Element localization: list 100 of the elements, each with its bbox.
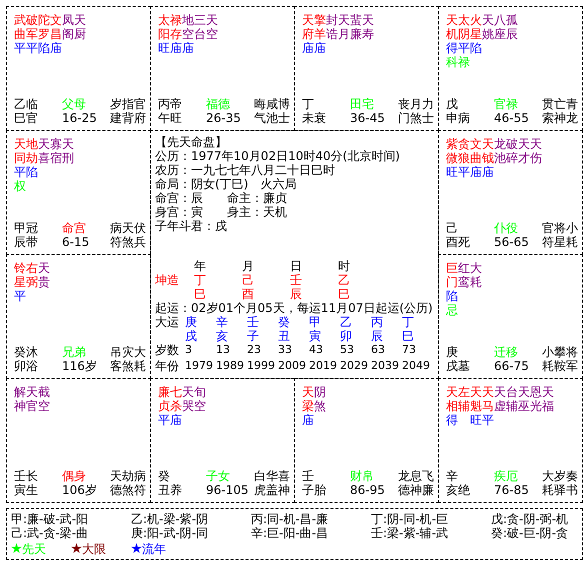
chart-heading: 【先天命盘】	[155, 135, 227, 149]
stem-branch-label: 亥绝	[446, 483, 470, 497]
spirit-star-names: 大岁奏	[542, 469, 578, 483]
star-name-row: 门鸾耗	[446, 275, 482, 289]
age-range: 96-105	[206, 483, 249, 497]
star-name-row: 曲军罗昌阁厨	[14, 27, 86, 41]
age-value: 53	[340, 343, 354, 357]
transform-rule-text: 己:武-贪-梁-曲	[11, 526, 88, 540]
star-name-row: 梁煞	[302, 399, 326, 413]
age-value: 13	[216, 343, 230, 357]
stem-branch-label: 寅生	[14, 483, 38, 497]
transform-rule-text: 丙:同-机-昌-廉	[251, 512, 328, 526]
stem-branch-label: 未衰	[302, 111, 326, 125]
transform-rule-text: 庚:阳-武-阴-同	[131, 526, 208, 540]
palace-name: 田宅	[350, 97, 374, 111]
star-name-row: 微狼曲钺池碎才伤	[446, 151, 542, 165]
heavenly-stem: 壬	[247, 315, 259, 329]
transform-rule-text: 乙:机-梁-紫-阴	[131, 512, 208, 526]
palace-name: 迁移	[494, 345, 518, 359]
chart-info-line: 起运：02岁01个月05天，每运11月07日起运(公历)	[155, 301, 433, 315]
spirit-star-names: 符煞兵	[110, 235, 146, 249]
stem-branch-label: 丁	[302, 97, 314, 111]
star-name-row: 府羊诰月廉寿	[302, 27, 374, 41]
chart-info-line: 身宫：寅 身主：天机	[155, 205, 287, 219]
brightness-row: 得平陷	[446, 41, 482, 55]
earthly-branch: 丑	[278, 329, 290, 343]
star-name-row: 铃右天	[14, 261, 50, 275]
brightness-row: 旺平庙庙	[446, 165, 494, 179]
age-value: 73	[402, 343, 416, 357]
transform-rule-text: 丁:阴-同-机-巨	[371, 512, 448, 526]
earthly-branch: 巳	[402, 329, 414, 343]
star-name-row: 天擎封天蜚天	[302, 13, 374, 27]
palace-cell	[6, 378, 151, 503]
stem-branch-label: 巳官	[14, 111, 38, 125]
earthly-branch: 巳	[194, 287, 206, 301]
stem-branch-label: 卯浴	[14, 359, 38, 373]
earthly-branch: 寅	[309, 329, 321, 343]
stem-branch-label: 癸	[158, 469, 170, 483]
brightness-row: 庙	[302, 413, 314, 427]
stem-branch-label: 辰带	[14, 235, 38, 249]
spirit-star-names: 小攀将	[542, 345, 578, 359]
heavenly-stem: 丙	[371, 315, 383, 329]
brightness-row: 庙庙	[302, 41, 326, 55]
spirit-star-names: 索神龙	[542, 111, 578, 125]
pillar-header: 日	[290, 259, 302, 273]
stem-branch-label: 乙临	[14, 97, 38, 111]
star-name-row: 解天截	[14, 385, 50, 399]
row-label: 年份	[155, 359, 179, 373]
star-name-row: 巨红大	[446, 261, 482, 275]
year-value: 2009	[278, 359, 306, 373]
age-value: 3	[185, 343, 192, 357]
palace-cell	[150, 378, 295, 503]
pillar-header: 年	[194, 259, 206, 273]
pillar-header: 时	[338, 259, 350, 273]
stem-branch-label: 酉死	[446, 235, 470, 249]
age-range: 56-65	[494, 235, 529, 249]
palace-cell	[150, 6, 295, 131]
year-value: 2039	[371, 359, 399, 373]
chart-info-line: 子年斗君：戌	[155, 219, 227, 233]
spirit-star-names: 天劫病	[110, 469, 146, 483]
palace-name: 官禄	[494, 97, 518, 111]
star-name-row: 廉七天旬	[158, 385, 206, 399]
palace-cell	[294, 378, 439, 503]
heavenly-stem: 己	[242, 273, 254, 287]
star-name-row: 天地天寡天	[14, 137, 74, 151]
palace-cell	[6, 254, 151, 379]
heavenly-stem: 辛	[216, 315, 228, 329]
spirit-star-names: 吊灾大	[110, 345, 146, 359]
heavenly-stem: 乙	[340, 315, 352, 329]
transform-rule-text: 壬:梁-紫-辅-武	[371, 526, 448, 540]
age-range: 116岁	[62, 359, 97, 373]
earthly-branch: 辰	[371, 329, 383, 343]
star-name-row: 机阴星姚座辰	[446, 27, 518, 41]
legend-label: 先天	[22, 542, 46, 556]
earthly-branch: 酉	[242, 287, 254, 301]
spirit-star-names: 德煞符	[110, 483, 146, 497]
star-name-row: 同劫喜宿刑	[14, 151, 74, 165]
age-range: 26-35	[206, 111, 241, 125]
stem-branch-label: 午旺	[158, 111, 182, 125]
transform-row: 忌	[446, 303, 458, 317]
spirit-star-names: 官将小	[542, 221, 578, 235]
brightness-row: 平庙	[158, 413, 182, 427]
age-value: 43	[309, 343, 323, 357]
brightness-row: 平陷	[14, 165, 38, 179]
palace-cell	[6, 130, 151, 255]
earthly-branch: 戌	[185, 329, 197, 343]
earthly-branch: 卯	[340, 329, 352, 343]
palace-cell	[438, 378, 583, 503]
stem-branch-label: 子胎	[302, 483, 326, 497]
chart-info-panel	[150, 130, 439, 379]
spirit-star-names: 耗鞍军	[542, 359, 578, 373]
stem-branch-label: 癸沐	[14, 345, 38, 359]
spirit-star-names: 贯亡青	[542, 97, 578, 111]
transform-rule-text: 癸:破-巨-阴-贪	[491, 526, 568, 540]
brightness-row: 平	[14, 289, 26, 303]
spirit-star-names: 龙息飞	[398, 469, 434, 483]
earthly-branch: 子	[247, 329, 259, 343]
stem-branch-label: 甲冠	[14, 221, 38, 235]
spirit-star-names: 德神廉	[398, 483, 434, 497]
palace-cell	[438, 254, 583, 379]
